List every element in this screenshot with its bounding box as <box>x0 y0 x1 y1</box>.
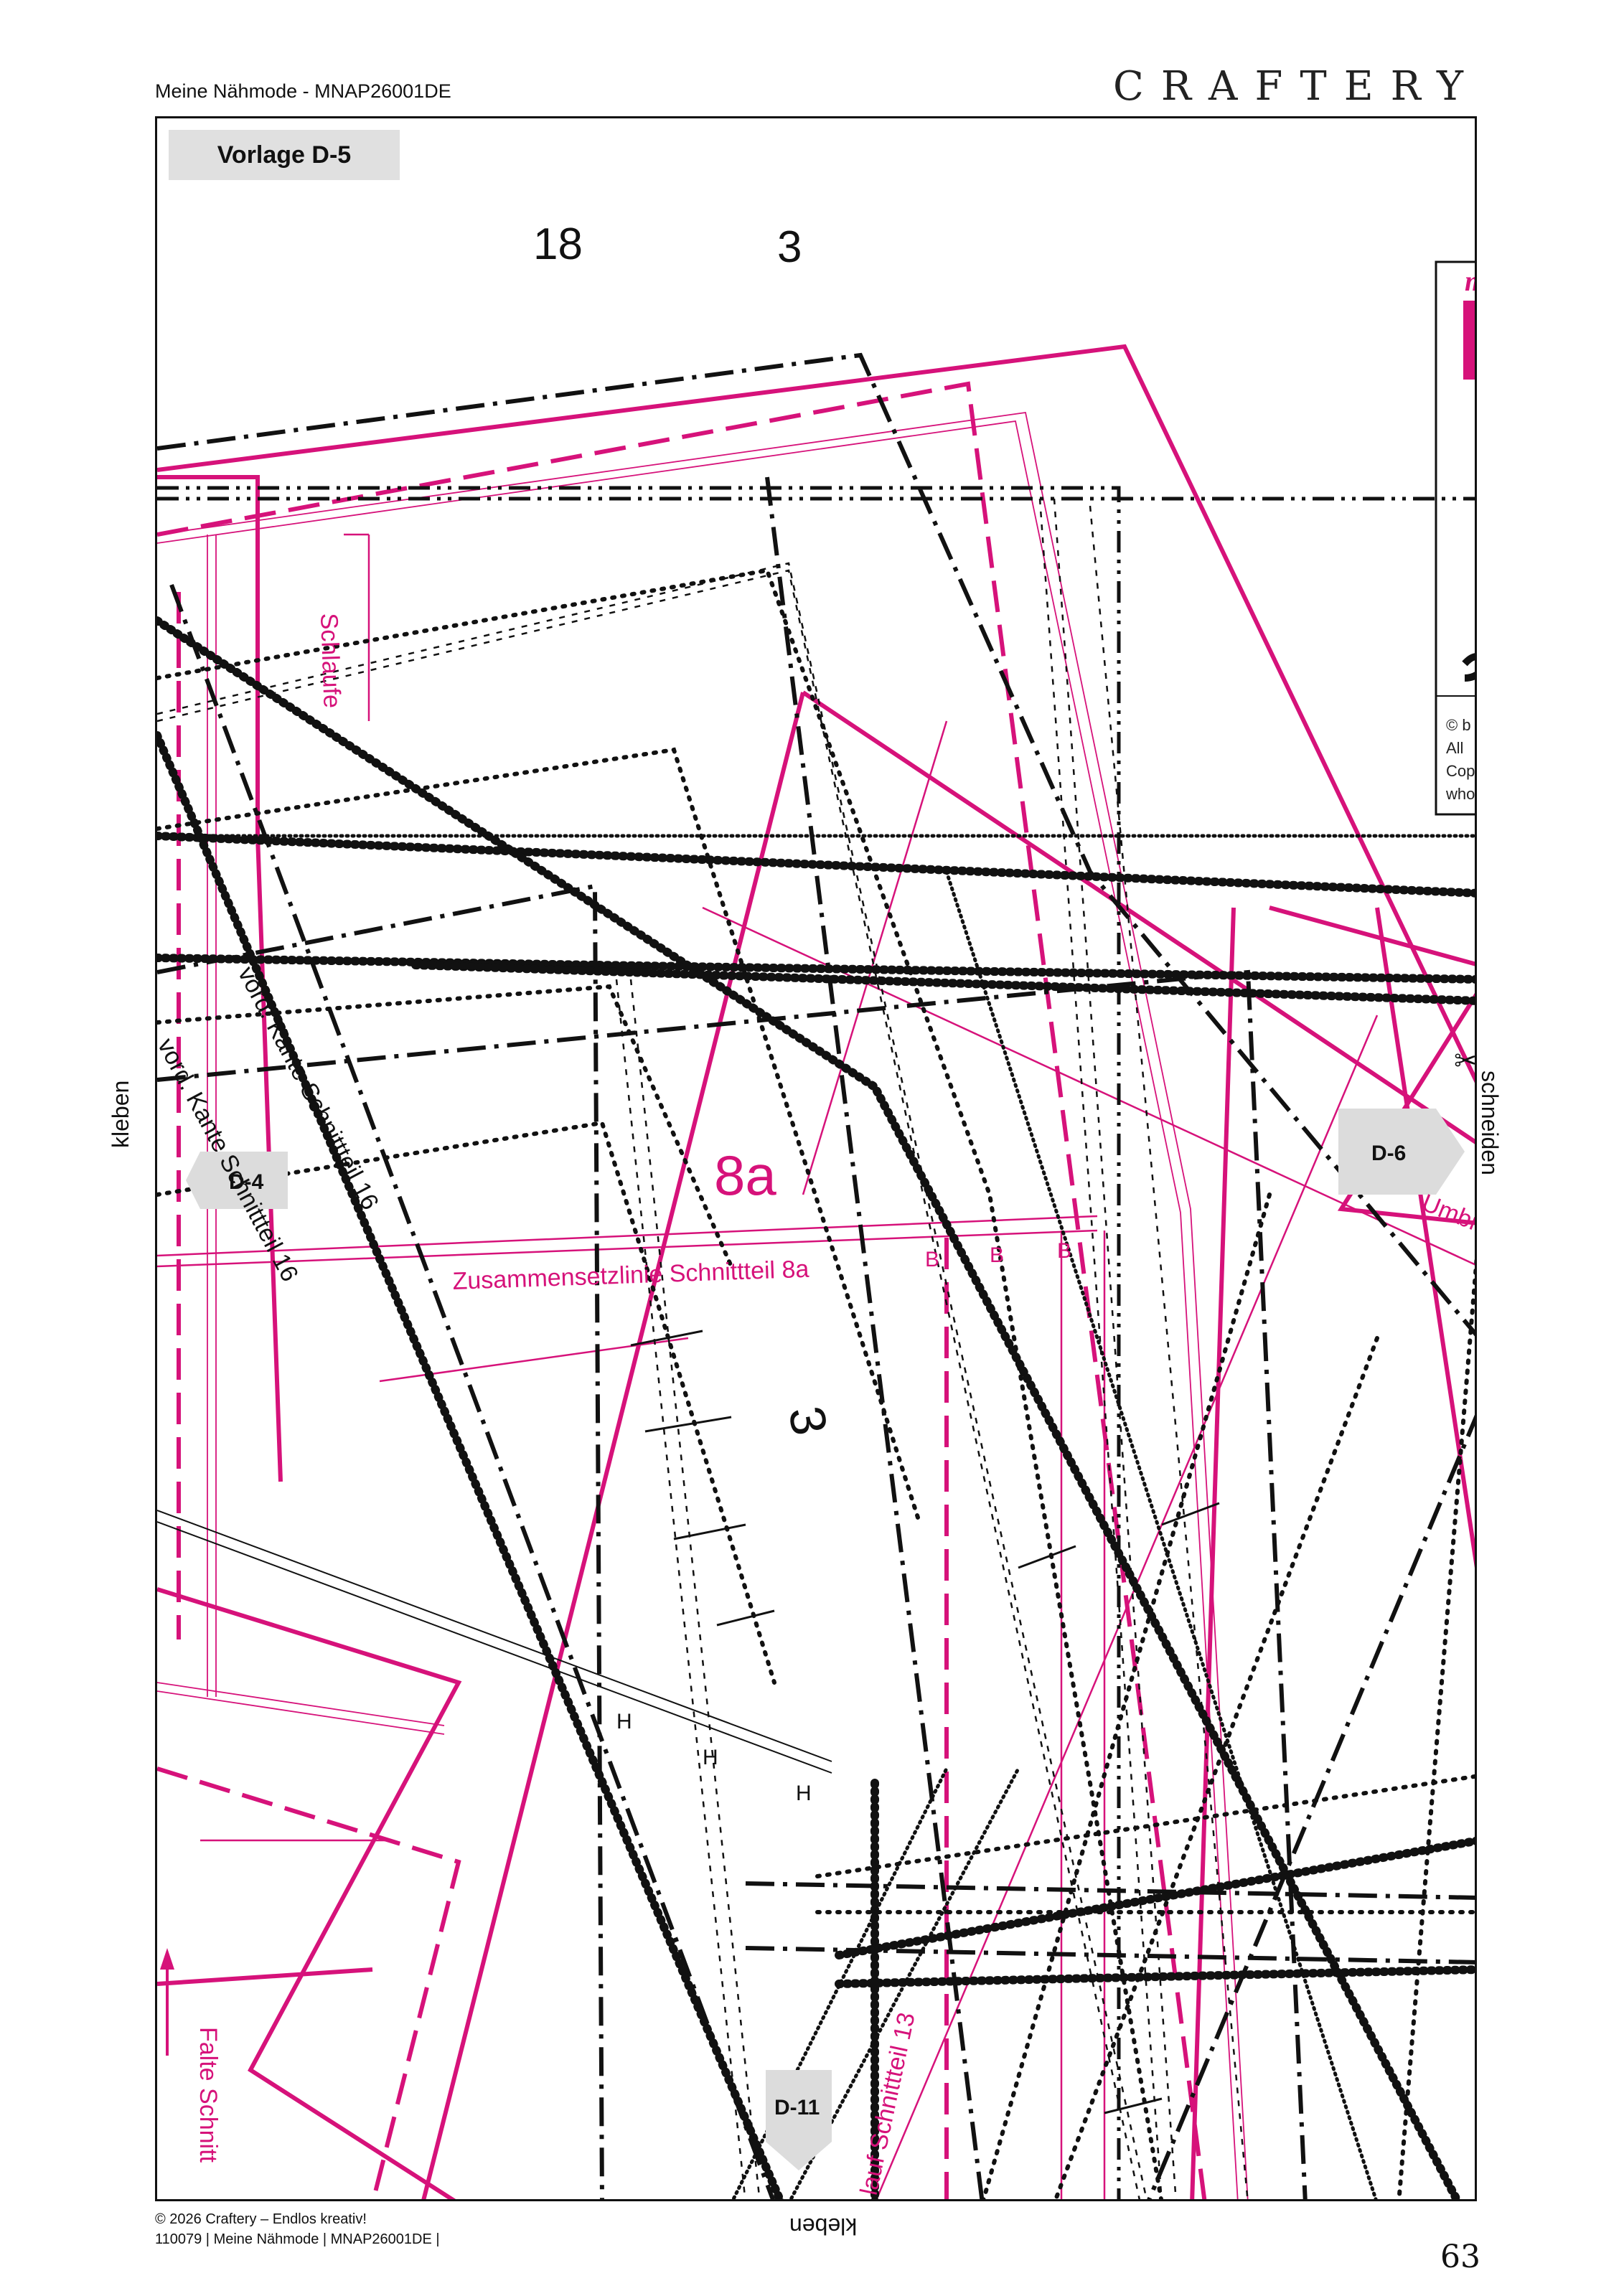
connector-right-label: D-6 <box>1371 1142 1406 1165</box>
marker-b-1: B <box>925 1248 939 1271</box>
loop-label: Schlaufe <box>315 613 346 709</box>
copyright-line-4: who <box>1445 785 1475 803</box>
outline-lower-left <box>157 1587 462 2199</box>
connector-bottom-label: D-11 <box>774 2096 820 2119</box>
piece-number: 3 <box>778 1402 838 1439</box>
logo-box: m © b All Cop who <box>1435 260 1477 816</box>
h-marker-lines <box>157 1510 832 1774</box>
page-number: 63 <box>1440 2239 1480 2275</box>
black-beaded-lines <box>157 616 1475 2199</box>
cut-label-right: schneiden <box>1477 1071 1503 1175</box>
outline-8a-top <box>802 690 1475 1144</box>
beaded-horizontal <box>157 832 1475 898</box>
size-number-2: 3 <box>777 222 802 272</box>
magenta-double-lines <box>157 411 1249 2199</box>
footer-meta: 110079 | Meine Nähmode | MNAP26001DE | <box>155 2231 440 2247</box>
magenta-dashed-lines <box>157 381 1207 2199</box>
dashed-seam-top <box>157 381 1207 2199</box>
pattern-drawing: m © b All Cop who <box>157 220 1477 2199</box>
marker-h-1: H <box>616 1710 632 1733</box>
assembly-line-2 <box>157 1229 1098 1268</box>
brand-logo: CRAFTERY <box>1113 63 1480 110</box>
notch-marks <box>630 1330 1220 2114</box>
dashed-seam-lower <box>157 1766 461 2199</box>
glue-label-left: kleben <box>108 1080 133 1148</box>
black-dashdot-lines <box>157 352 1475 2199</box>
copyright-line-1: © b <box>1446 716 1471 734</box>
outline-right <box>1337 992 1475 1225</box>
beaded-diagonal-1 <box>157 731 784 2199</box>
size-number-1: 18 <box>533 220 583 269</box>
copyright-line-2: All <box>1446 739 1463 757</box>
assembly-line-label: Zusammensetzlinie Schnittteil 8a <box>452 1256 809 1295</box>
t-stitch-lines <box>157 498 1249 2199</box>
tab-bottom <box>766 2070 832 2170</box>
sheet-label: Vorlage D-5 <box>169 130 400 180</box>
scissors-icon: ✂ <box>1454 1045 1478 1077</box>
outline-bottom-left <box>157 1967 373 1986</box>
connector-left-label: D-4 <box>229 1170 264 1194</box>
pattern-sheet: m © b All Cop who <box>155 116 1477 2201</box>
dashdot-left-block <box>157 883 604 2199</box>
black-dashdotdot-lines <box>157 486 1475 2199</box>
glue-label-bottom: kleben <box>789 2213 858 2239</box>
marker-h-3: H <box>796 1782 812 1805</box>
fold-line <box>702 906 1475 1266</box>
magenta-outlines <box>157 344 1475 2199</box>
copyright-line-3: Cop <box>1446 762 1475 780</box>
fold-arrow-head <box>160 1948 174 1970</box>
logo-letter: m <box>1465 265 1477 297</box>
dashdotdot-frame <box>157 486 1121 2199</box>
piece-name: 8a <box>714 1144 776 1207</box>
grain-line-label: lauf Schnittteil 13 <box>855 2010 921 2197</box>
header-title: Meine Nähmode - MNAP26001DE <box>155 80 451 102</box>
marker-h-2: H <box>703 1746 718 1769</box>
dashdot-top <box>157 352 1475 1337</box>
tab-right <box>1338 1109 1465 1195</box>
fold-label: Falte Schnitt <box>194 2027 222 2163</box>
logo-swirl <box>1462 653 1475 682</box>
black-dotted-lines <box>157 568 1475 2199</box>
logo-mark <box>1463 301 1475 380</box>
marker-b-2: B <box>990 1243 1004 1267</box>
beaded-diagonal-2 <box>157 616 1462 2199</box>
outline-piece-top <box>157 344 1475 1083</box>
outline-8a-left <box>421 692 805 2199</box>
black-small-beads <box>157 834 1475 2199</box>
marker-b-3: B <box>1057 1239 1071 1263</box>
assembly-line-1 <box>157 1215 1098 1257</box>
footer-copyright: © 2026 Craftery – Endlos kreativ! <box>155 2211 367 2227</box>
connector-tabs: D-4 D-6 D-11 <box>186 1109 1465 2170</box>
tab-left <box>186 1152 288 1209</box>
